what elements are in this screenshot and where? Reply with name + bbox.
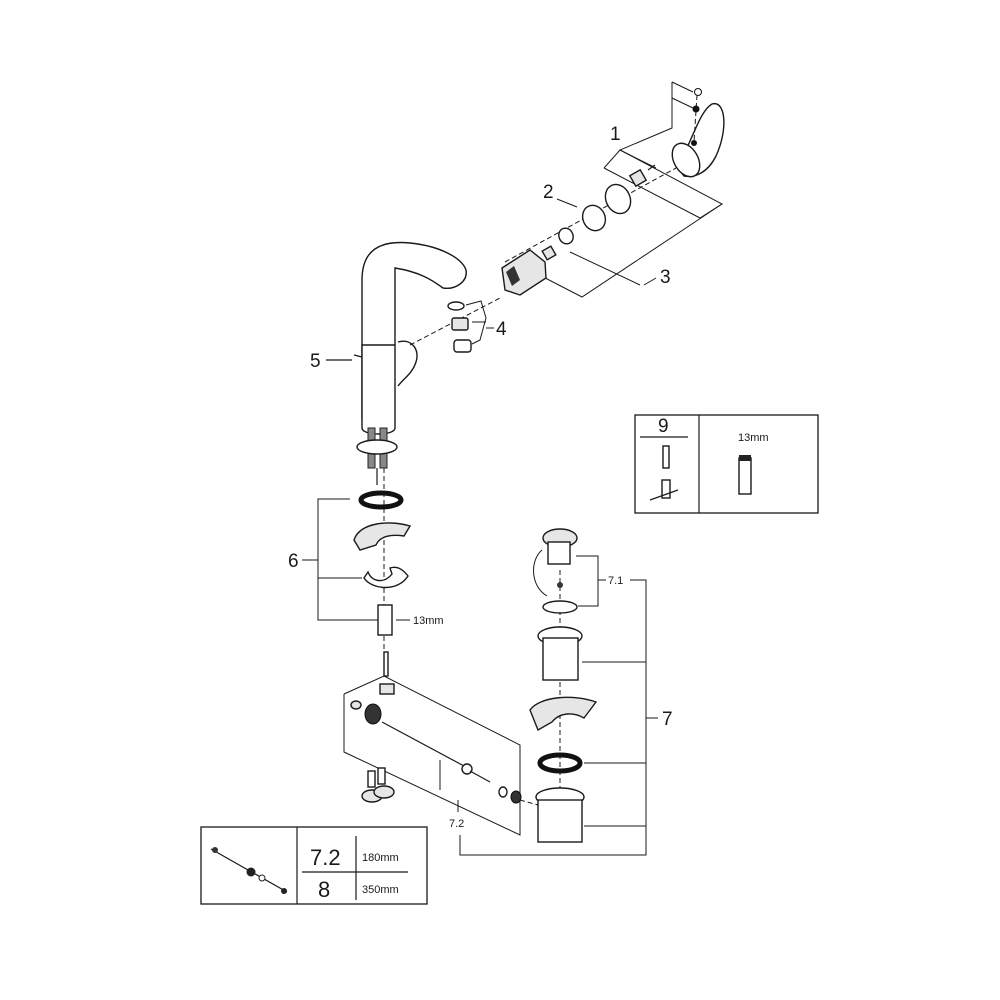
waste-assembly: 7.1 7 (459, 528, 673, 856)
waste-seal (537, 752, 583, 774)
rod-illustration-end (212, 847, 218, 853)
socket-tool (738, 457, 752, 495)
pivot-rod (381, 721, 465, 767)
faucet-body-group: 5 4 (310, 241, 507, 660)
bracket-7 (459, 579, 647, 856)
rod-ball (461, 763, 473, 775)
rod-illustration-ball (258, 874, 266, 882)
rod-clamp (379, 683, 395, 695)
tool-box: 9 13mm (634, 414, 819, 514)
base-flange (356, 439, 398, 455)
rod-length-7-2: 180mm (362, 852, 399, 864)
plug-stem (547, 541, 571, 565)
callout-3: 3 (660, 267, 671, 288)
assembly-axis (519, 799, 539, 806)
lift-rod (383, 651, 389, 677)
bracket-4 (465, 300, 487, 345)
waste-support-plate (529, 696, 598, 732)
rotation-arrow (533, 549, 548, 597)
rod-length-table: 7.2 180mm 8 350mm (200, 826, 428, 905)
lever-stub (397, 340, 418, 387)
tool-number: 9 (658, 416, 669, 437)
ball-joint (350, 700, 362, 710)
cap-nut (604, 183, 632, 215)
leader-line (603, 167, 701, 219)
grub-screw (691, 140, 697, 146)
pivot-rod-end (469, 770, 491, 783)
rod-illustration-nut (246, 867, 256, 877)
screw (647, 164, 656, 171)
adaptor (628, 168, 648, 188)
bracket-7-2 (343, 675, 521, 836)
rod-table-frame (200, 826, 428, 905)
socket-tool-head (739, 455, 751, 461)
fixing-clamp (363, 566, 409, 589)
cap-screw (694, 88, 702, 96)
hose-connector-nut-right (373, 785, 395, 799)
cap-plug (692, 105, 700, 113)
callout-2: 2 (543, 182, 554, 203)
plug-seal (542, 600, 578, 614)
rod-washer (510, 790, 522, 804)
callout-5: 5 (310, 351, 321, 372)
cartridge-base (506, 266, 520, 286)
sleeve-ring (581, 204, 607, 232)
leader-line (671, 97, 694, 109)
o-ring (558, 227, 574, 245)
waste-lower-body (537, 799, 583, 843)
aerator-housing (453, 339, 472, 353)
key-tool (662, 445, 670, 469)
bracket-6 (317, 498, 378, 621)
leader-line (569, 251, 641, 286)
hose-connector-right (377, 767, 386, 785)
mounting-nut (377, 604, 393, 636)
spout (361, 241, 467, 421)
callout-7-2: 7.2 (449, 818, 464, 830)
rod-nut (364, 703, 382, 725)
mounting-kit: 6 13mm (288, 490, 444, 636)
callout-7: 7 (662, 709, 673, 730)
aerator-washer (447, 301, 465, 311)
hose-connector-left (367, 770, 376, 788)
rod-length-8: 350mm (362, 884, 399, 896)
callout-1: 1 (610, 124, 621, 145)
callout-6: 6 (288, 551, 299, 572)
lever-handle-socket (671, 142, 701, 178)
key-tool-body (661, 479, 671, 499)
rod-illustration-washer (281, 888, 287, 894)
linkage-rod-assembly: 7.2 (343, 651, 539, 836)
leader-line (671, 81, 694, 93)
rod-o-ring (498, 786, 508, 798)
support-plate (353, 522, 412, 551)
cartridge-stem (541, 245, 557, 261)
handle-assembly: 1 2 3 (501, 81, 725, 298)
leader-line (643, 277, 657, 286)
plug-screw (557, 582, 563, 588)
callout-leader-2 (556, 198, 578, 208)
key-tool-handle (649, 489, 679, 501)
aerator-insert (451, 317, 469, 331)
bracket-7-1 (576, 555, 599, 607)
nut-size-label: 13mm (413, 615, 444, 627)
faucet-body (361, 344, 396, 435)
callout-7-1: 7.1 (608, 575, 623, 587)
waste-body (542, 637, 579, 681)
callout-4: 4 (496, 319, 507, 340)
rod-part-7-2: 7.2 (310, 845, 341, 870)
o-ring-seal (358, 490, 404, 510)
callout-leader-1 (618, 82, 673, 169)
rod-part-8: 8 (318, 877, 330, 902)
tool-size: 13mm (738, 432, 769, 444)
pull-rod-stub (353, 354, 363, 358)
